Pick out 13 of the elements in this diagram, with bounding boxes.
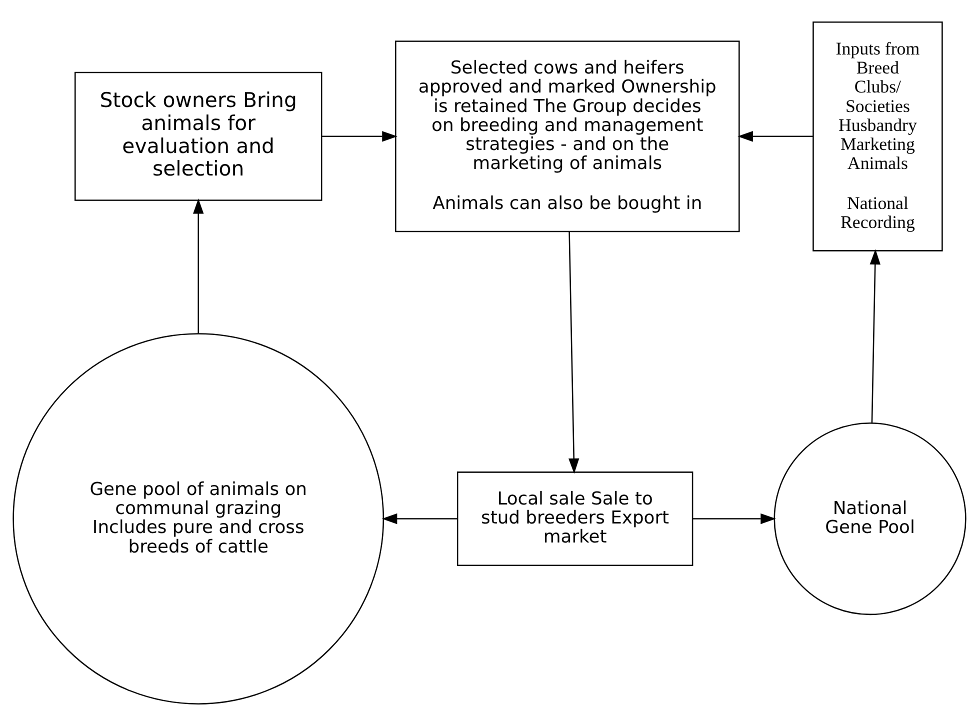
arrow (322, 131, 398, 142)
arrow (382, 513, 458, 524)
node-box: Local sale Sale to stud breeders Export market (456, 472, 694, 566)
arrow (870, 249, 880, 423)
arrow (193, 198, 204, 334)
node-circle: National Gene Pool (774, 422, 966, 616)
node-box: Inputs from Breed Clubs/ Societies Husbandry Marketing Animals National Recording (812, 21, 943, 252)
node-box: Selected cows and heifers approved and marked Ownership is retained The Group decides on breeding and management strategies - and on the marketing of animals Animals can also be bought in (395, 40, 740, 232)
node-box: Stock owners Bring animals for evaluation and selection (74, 72, 322, 201)
arrow (568, 232, 580, 474)
arrow (692, 513, 776, 524)
node-circle: Gene pool of animals on communal grazing Includes pure and cross breeds of cattle (12, 333, 384, 704)
arrow (738, 131, 813, 142)
